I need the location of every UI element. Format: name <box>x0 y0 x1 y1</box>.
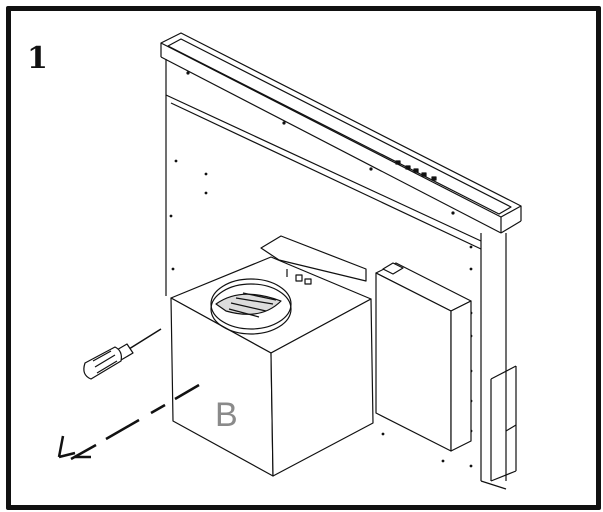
part-label-b: B <box>215 396 238 434</box>
electronics-box <box>375 262 472 452</box>
assembly-illustration: B <box>57 32 522 490</box>
step-number: 1 <box>27 41 48 76</box>
motor-box-b <box>170 235 374 477</box>
removal-arrow <box>57 383 200 461</box>
control-buttons <box>395 160 437 181</box>
screwdriver-icon <box>83 328 162 380</box>
instruction-panel: 1 <box>6 6 601 510</box>
hood-back-panel <box>160 32 522 490</box>
